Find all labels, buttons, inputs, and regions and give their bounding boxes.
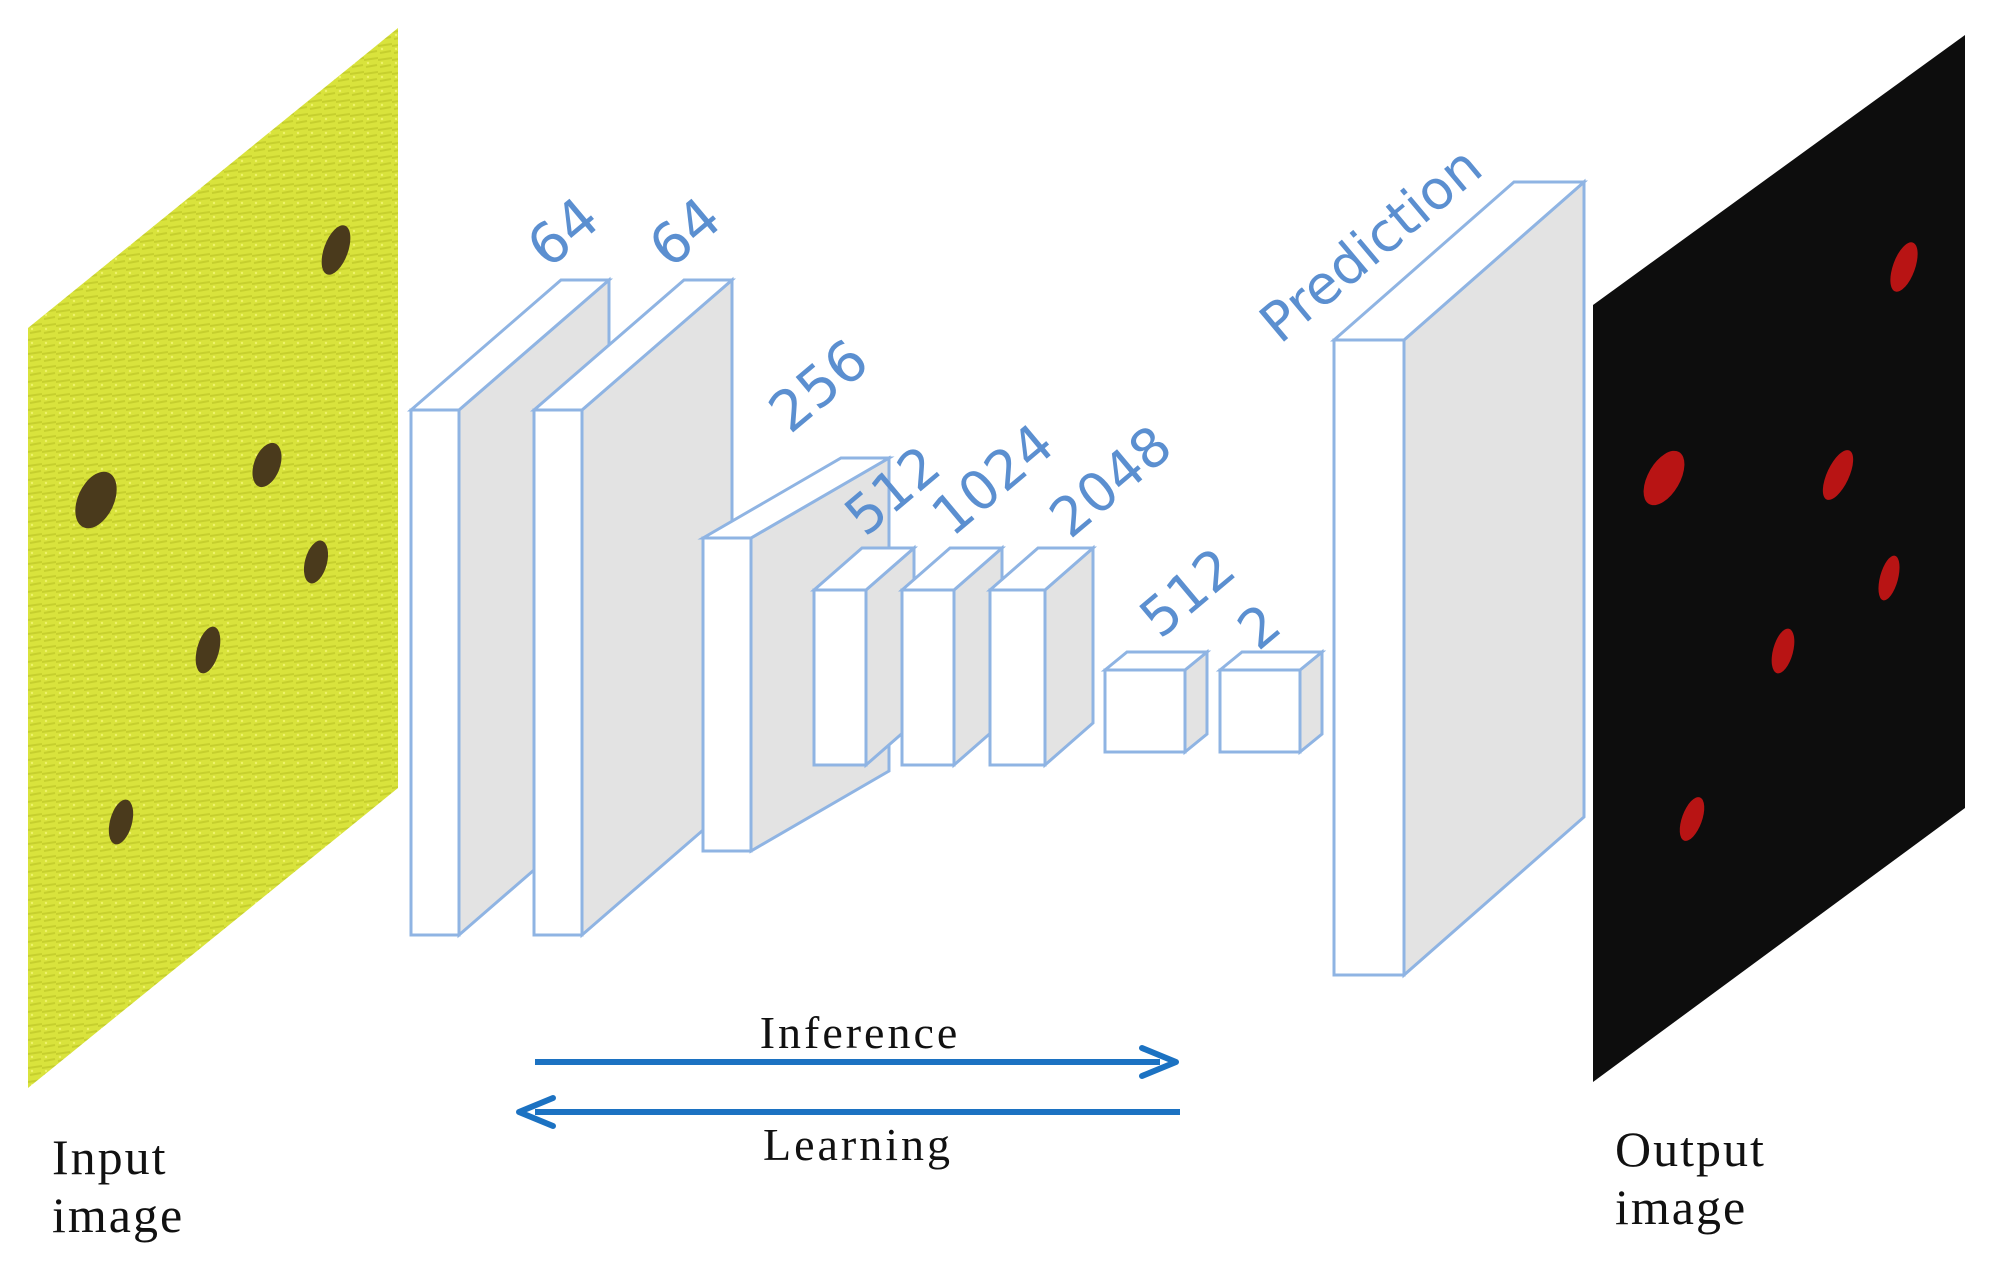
learning-label: Learning	[763, 1119, 953, 1170]
input-spot	[195, 626, 221, 674]
inference-arrow	[535, 1045, 1179, 1079]
output-spot	[1890, 242, 1918, 292]
input-spot	[303, 540, 329, 584]
output-spot	[1771, 628, 1795, 674]
layer-block-2: 64	[529, 185, 737, 939]
layer-front-face	[701, 536, 753, 853]
output-spot	[1679, 797, 1705, 841]
layer-front-face	[1218, 668, 1302, 754]
output-caption-line2: image	[1615, 1179, 1748, 1235]
input-image	[28, 28, 398, 1088]
input-caption: Input image	[52, 1128, 184, 1244]
layer-front-face	[812, 588, 868, 767]
output-spot	[1822, 450, 1854, 500]
inference-label: Inference	[760, 1007, 961, 1058]
layer-label-2: 64	[637, 185, 733, 281]
output-caption-line1: Output	[1615, 1121, 1766, 1177]
input-spot	[252, 442, 282, 488]
output-image	[1593, 35, 1965, 1082]
layer-front-face	[900, 588, 956, 767]
layer-front-face	[409, 408, 461, 937]
layer-front-face	[532, 408, 584, 937]
layer-label-7: 512	[1128, 535, 1247, 650]
output-caption: Output image	[1615, 1120, 1766, 1236]
input-image-surface	[28, 28, 398, 1088]
output-image-spots	[1643, 242, 1918, 841]
output-spot	[1878, 555, 1900, 601]
layer-label-3: 256	[757, 327, 881, 446]
input-caption-line1: Input	[52, 1129, 168, 1185]
layer-front-face	[988, 588, 1047, 767]
layer-front-face	[1103, 668, 1187, 754]
learning-arrow	[516, 1095, 1180, 1129]
layer-block-9: Prediction	[1248, 134, 1588, 979]
layer-block-8: 2	[1215, 592, 1327, 756]
output-spot	[1643, 450, 1685, 506]
input-spot	[108, 799, 134, 845]
output-image-surface	[1593, 35, 1965, 1082]
input-image-spots	[75, 225, 351, 845]
input-spot	[75, 471, 117, 529]
layer-label-1: 64	[515, 185, 611, 281]
input-spot	[321, 225, 351, 275]
layer-front-face	[1332, 338, 1406, 977]
input-caption-line2: image	[52, 1187, 185, 1243]
layer-label-6: 2048	[1038, 413, 1184, 550]
